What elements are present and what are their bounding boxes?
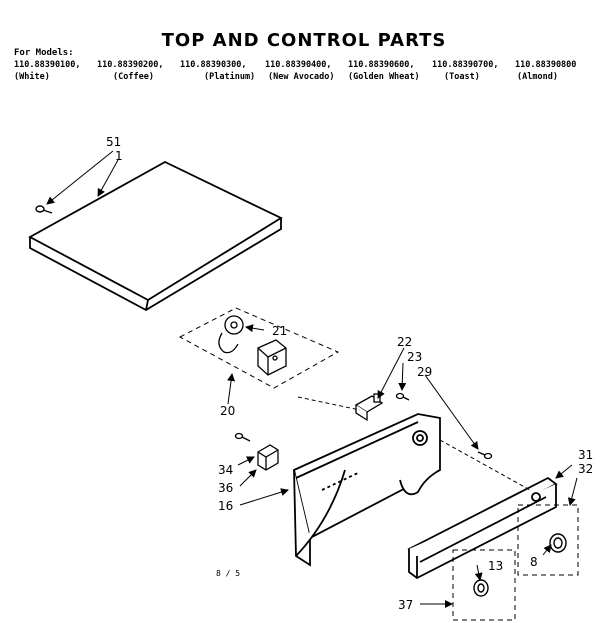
callout-22: 22 — [397, 335, 412, 349]
callout-37: 37 — [398, 598, 413, 612]
model-number: 110.88390100, — [14, 60, 81, 70]
model-color: (Coffee) — [113, 72, 154, 82]
callout-21: 21 — [272, 324, 287, 338]
callout-34: 34 — [218, 463, 233, 477]
page-title: TOP AND CONTROL PARTS — [161, 30, 447, 51]
model-color: (White) — [14, 72, 50, 82]
model-color: (Platinum) — [204, 72, 256, 82]
model-number: 110.88390300, — [180, 60, 247, 70]
switch-21 — [218, 315, 244, 354]
callout-31: 31 — [578, 448, 593, 462]
control-panel-16 — [292, 413, 441, 567]
model-number: 110.88390700, — [432, 60, 499, 70]
callout-20: 20 — [220, 404, 235, 418]
page-number: 8 / 5 — [216, 569, 240, 578]
callout-32: 32 — [578, 462, 593, 476]
model-color: (Almond) — [517, 72, 558, 82]
callout-36: 36 — [218, 481, 233, 495]
knob-13 — [473, 579, 489, 597]
callout-16: 16 — [218, 499, 233, 513]
model-color: (Toast) — [444, 72, 480, 82]
timer-assembly-box — [178, 307, 340, 389]
model-number: 110.88390600, — [348, 60, 415, 70]
screw-23 — [395, 392, 410, 401]
model-color: (New Avocado) — [268, 72, 335, 82]
model-number: 110.88390400, — [265, 60, 332, 70]
screw-29 — [477, 451, 493, 460]
knob-box-37 — [452, 549, 516, 621]
model-color: (Golden Wheat) — [348, 72, 420, 82]
leader-lines — [46, 150, 578, 608]
bracket-22 — [354, 393, 384, 422]
part-36 — [257, 444, 279, 471]
callout-23: 23 — [407, 350, 422, 364]
knob-8 — [549, 533, 567, 553]
callout-51: 51 — [106, 135, 121, 149]
panel-31 — [407, 476, 558, 580]
callout-13: 13 — [488, 559, 503, 573]
callout-1: 1 — [115, 149, 123, 163]
timer-20 — [257, 339, 287, 376]
callout-29: 29 — [417, 365, 432, 379]
models-heading: For Models: — [14, 48, 74, 58]
model-color-row: (White) (Coffee) (Platinum) (New Avocado… — [0, 72, 608, 84]
model-number: 110.88390800 — [515, 60, 577, 70]
screw-34 — [234, 432, 251, 442]
knob-box-32 — [517, 504, 579, 576]
model-number-row: 110.88390100, 110.88390200, 110.88390300… — [0, 60, 608, 72]
top-panel — [28, 160, 283, 312]
screw-51 — [35, 205, 53, 214]
model-number: 110.88390200, — [97, 60, 164, 70]
callout-8: 8 — [530, 555, 538, 569]
